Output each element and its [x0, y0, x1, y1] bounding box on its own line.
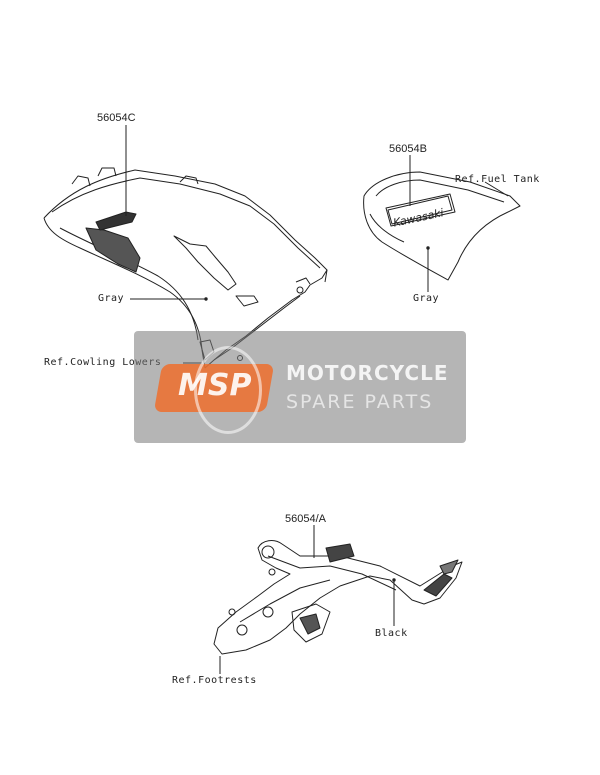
fuel-tank-panel-shape: Kawasaki — [363, 171, 521, 281]
footrest-bracket-shape — [213, 540, 463, 655]
label-ref-footrests: Ref.Footrests — [172, 675, 257, 686]
label-gray-tank: Gray — [413, 293, 440, 304]
watermark-logo-text: MSP — [178, 368, 252, 403]
watermark-banner: MSP MOTORCYCLE SPARE PARTS — [134, 331, 466, 443]
label-ref-fuel-tank: Ref.Fuel Tank — [455, 174, 540, 185]
label-gray-cowl: Gray — [98, 293, 125, 304]
leader-fuel-tank — [484, 181, 509, 197]
part-number-56054c: 56054C — [97, 112, 136, 124]
watermark-title: MOTORCYCLE — [286, 361, 449, 385]
watermark-subtitle: SPARE PARTS — [286, 391, 434, 413]
part-number-56054a: 56054/A — [285, 513, 326, 525]
globe-icon — [194, 346, 262, 434]
label-black: Black — [375, 628, 408, 639]
part-number-56054b: 56054B — [389, 143, 427, 155]
label-ref-cowling-lowers: Ref.Cowling Lowers — [44, 357, 162, 368]
